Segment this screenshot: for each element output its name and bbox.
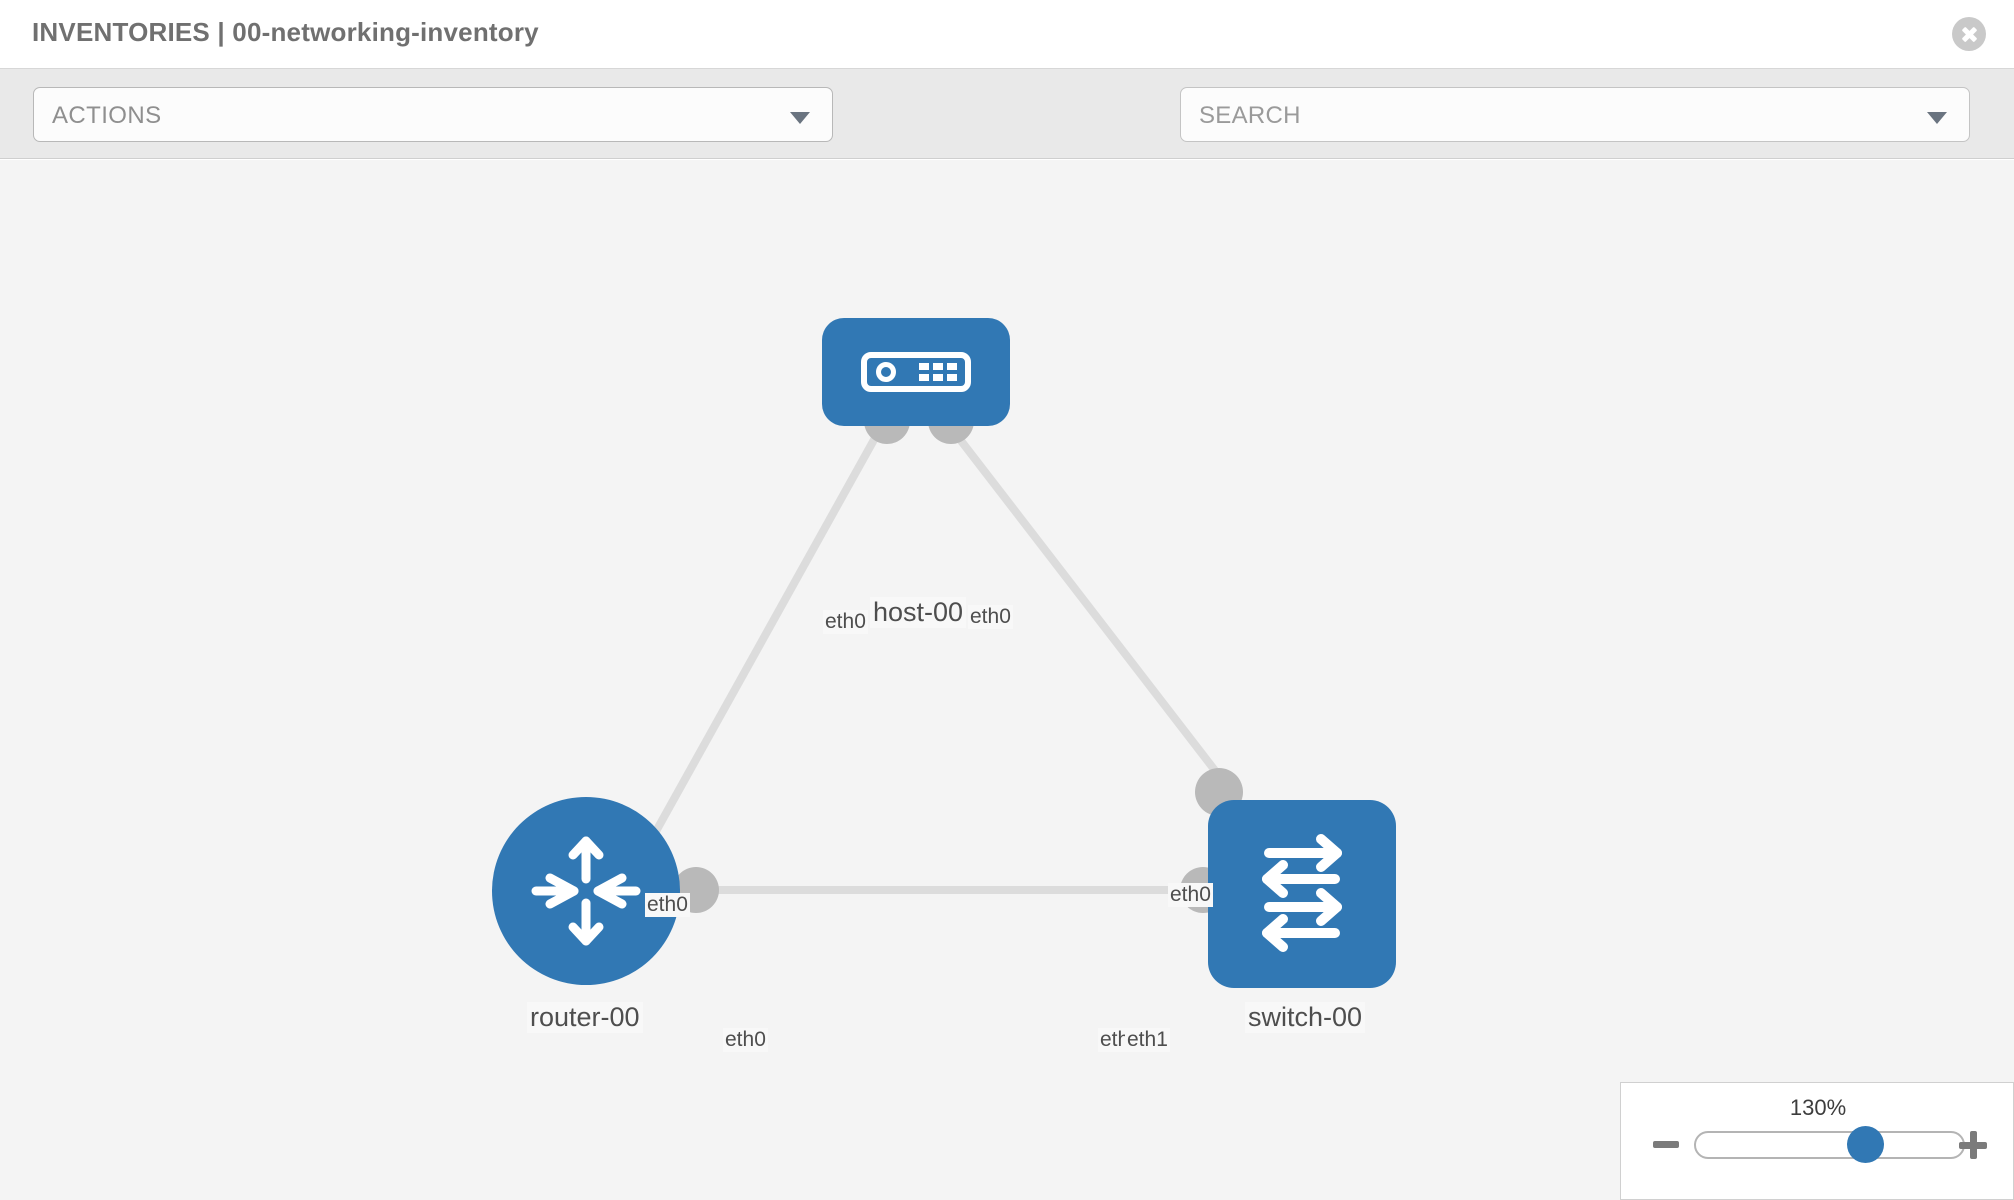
chevron-down-icon	[1927, 112, 1947, 124]
close-icon[interactable]	[1952, 17, 1986, 51]
edge-label-router-right: eth0	[723, 1028, 768, 1052]
page-title: INVENTORIES | 00-networking-inventory	[32, 17, 539, 47]
minus-icon[interactable]	[1653, 1141, 1679, 1148]
zoom-slider-thumb[interactable]	[1847, 1126, 1884, 1163]
edge-label-host-left: eth0	[823, 610, 868, 634]
node-label-host-00: host-00	[870, 597, 967, 628]
topology-canvas[interactable]: host-00 router-00	[0, 160, 2014, 1200]
toolbar: ACTIONS SEARCH	[0, 69, 2014, 197]
node-label-switch-00: switch-00	[1245, 1002, 1366, 1033]
edge-label-router-top: eth0	[645, 893, 690, 917]
server-icon[interactable]	[822, 318, 1010, 426]
page-header: INVENTORIES | 00-networking-inventory	[0, 0, 2014, 69]
edge-label-switch-top: eth0	[1168, 883, 1213, 907]
node-label-router-00: router-00	[527, 1002, 643, 1033]
zoom-level-label: 130%	[1789, 1095, 1847, 1120]
actions-dropdown[interactable]: ACTIONS	[33, 87, 833, 142]
zoom-control-panel: 130%	[1620, 1082, 2014, 1200]
search-placeholder: SEARCH	[1199, 102, 1301, 129]
edge-label-switch-left: eth1	[1125, 1028, 1170, 1052]
plus-icon[interactable]	[1959, 1131, 1987, 1159]
edge-host-router	[636, 418, 889, 862]
switch-icon[interactable]	[1208, 800, 1396, 988]
actions-dropdown-label: ACTIONS	[52, 102, 162, 129]
router-icon[interactable]	[492, 797, 680, 985]
zoom-slider[interactable]	[1694, 1131, 1965, 1159]
edge-host-switch	[941, 417, 1234, 793]
chevron-down-icon	[790, 112, 810, 124]
search-input[interactable]: SEARCH	[1180, 87, 1970, 142]
edge-label-host-right: eth0	[968, 605, 1013, 629]
topology-edges	[636, 417, 1234, 894]
